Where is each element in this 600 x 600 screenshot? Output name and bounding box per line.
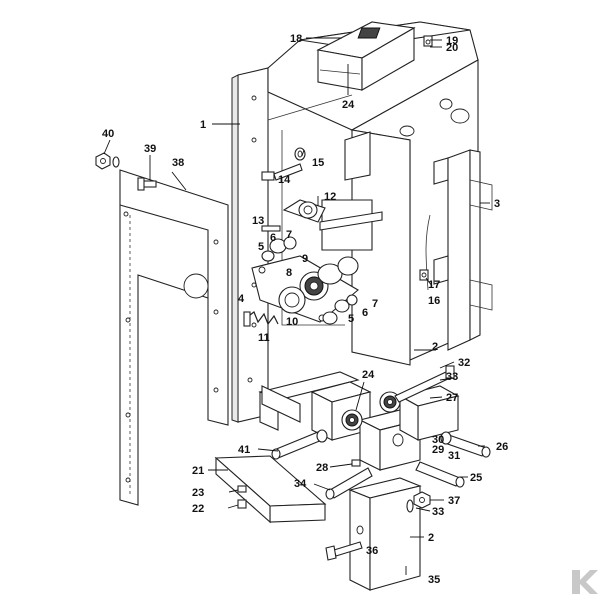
callout-9: 9 (302, 253, 308, 265)
callout-31: 31 (448, 450, 460, 462)
callout-20: 20 (446, 42, 458, 54)
callout-14: 14 (278, 174, 291, 186)
callout-5-upper: 5 (258, 241, 264, 253)
callout-7-upper: 7 (286, 229, 292, 241)
brand-logo-mark (572, 570, 598, 594)
callout-2-lower: 2 (428, 532, 434, 544)
callout-12: 12 (324, 191, 336, 203)
callout-40: 40 (102, 128, 114, 140)
callout-27: 27 (446, 392, 458, 404)
lower-valve-block (258, 365, 491, 591)
callout-33-upper: 33 (446, 371, 458, 383)
callout-11: 11 (258, 332, 270, 344)
callout-26: 26 (496, 441, 508, 453)
callout-41: 41 (238, 444, 250, 456)
callout-30: 30 (432, 434, 444, 446)
side-bracket (425, 149, 493, 351)
callout-28: 28 (316, 462, 328, 474)
top-right-fasteners (423, 35, 433, 47)
callout-7-lower: 7 (372, 298, 378, 310)
callout-24-upper: 24 (342, 99, 355, 111)
callout-1: 1 (200, 119, 206, 131)
callout-16: 16 (428, 295, 440, 307)
callout-6-lower: 6 (362, 307, 368, 319)
callout-25: 25 (470, 472, 482, 484)
callout-5-lower: 5 (348, 313, 354, 325)
callout-19: 19 (446, 35, 458, 47)
callout-3: 3 (494, 198, 500, 210)
guard-plate (119, 169, 229, 506)
callout-29: 29 (432, 444, 444, 456)
callout-17: 17 (428, 279, 440, 291)
callout-32: 32 (458, 357, 470, 369)
callout-15: 15 (312, 157, 324, 169)
callout-4: 4 (238, 293, 245, 305)
callout-labels: 1 2 2 3 4 5 5 6 6 7 7 8 9 10 11 12 13 14… (102, 33, 508, 586)
callout-36: 36 (366, 545, 378, 557)
callout-8: 8 (286, 267, 292, 279)
callout-39: 39 (144, 143, 156, 155)
callout-33-lower: 33 (432, 506, 444, 518)
callout-34: 34 (294, 478, 307, 490)
bolt-39-and-nut-40 (95, 152, 157, 191)
callout-38: 38 (172, 157, 184, 169)
callout-13: 13 (252, 215, 264, 227)
callout-6-upper: 6 (270, 232, 276, 244)
callout-23: 23 (192, 487, 204, 499)
callout-37: 37 (448, 495, 460, 507)
leader-lines (103, 37, 490, 575)
callout-10: 10 (286, 316, 298, 328)
callout-18: 18 (290, 33, 302, 45)
callout-22: 22 (192, 503, 204, 515)
callout-35: 35 (428, 574, 440, 586)
callout-2-upper: 2 (432, 341, 438, 353)
mechanism-assembly (243, 147, 429, 327)
brand-logo (572, 570, 598, 594)
top-block (316, 21, 416, 91)
callout-21: 21 (192, 465, 204, 477)
bottom-plate (214, 455, 327, 524)
callout-24-lower: 24 (362, 369, 375, 381)
